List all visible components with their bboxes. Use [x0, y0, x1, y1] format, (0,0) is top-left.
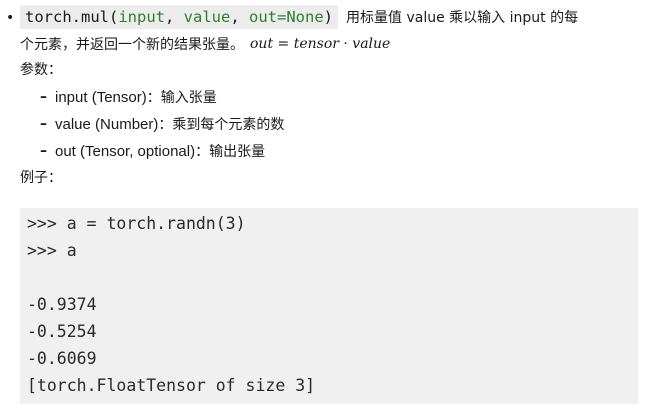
description-line-2: 个元素，并返回一个新的结果张量。	[20, 37, 244, 53]
formula: out = tensor · value	[250, 36, 391, 52]
description-line-2-row: 个元素，并返回一个新的结果张量。 out = tensor · value	[20, 32, 390, 56]
function-name: torch.mul(	[25, 8, 119, 26]
param-desc: 输出张量	[209, 144, 266, 160]
function-signature: torch.mul(input, value, out=None)	[20, 5, 339, 29]
code-line: -0.5254	[27, 322, 97, 341]
param-item-out: – out (Tensor, optional) ： 输出张量	[40, 140, 265, 162]
code-block: >>> a = torch.randn(3) >>> a -0.9374 -0.…	[20, 208, 638, 404]
param-sep: ：	[146, 90, 161, 106]
list-bullet: •	[6, 10, 15, 26]
code-line: >>> a = torch.randn(3)	[27, 214, 246, 233]
example-heading: 例子：	[20, 170, 62, 186]
param-desc: 输入张量	[160, 90, 217, 106]
separator: ,	[165, 8, 184, 26]
description-line-1: 用标量值 value 乘以输入 input 的每	[346, 10, 579, 26]
param-item-value: – value (Number) ： 乘到每个元素的数	[40, 113, 284, 135]
params-heading: 参数：	[20, 62, 62, 78]
param-value: value	[183, 8, 231, 26]
param-desc: 乘到每个元素的数	[172, 117, 285, 133]
param-dash: –	[40, 116, 47, 132]
code-line: [torch.FloatTensor of size 3]	[27, 376, 316, 395]
code-line: >>> a	[27, 241, 77, 260]
code-line: -0.6069	[27, 349, 97, 368]
param-dash: –	[40, 89, 47, 105]
param-name: value (Number)	[55, 115, 159, 133]
close-paren: )	[323, 8, 334, 26]
param-input: input	[118, 8, 165, 26]
code-line: -0.9374	[27, 295, 97, 314]
param-sep: ：	[195, 144, 210, 160]
param-name: out (Tensor, optional)	[55, 142, 196, 160]
param-item-input: – input (Tensor) ： 输入张量	[40, 86, 217, 108]
param-out: out=None	[249, 8, 324, 26]
param-dash: –	[40, 143, 47, 159]
signature-line: torch.mul(input, value, out=None) 用标量值 v…	[20, 3, 650, 31]
param-name: input (Tensor)	[55, 88, 147, 106]
param-sep: ：	[158, 117, 173, 133]
separator: ,	[230, 8, 250, 26]
